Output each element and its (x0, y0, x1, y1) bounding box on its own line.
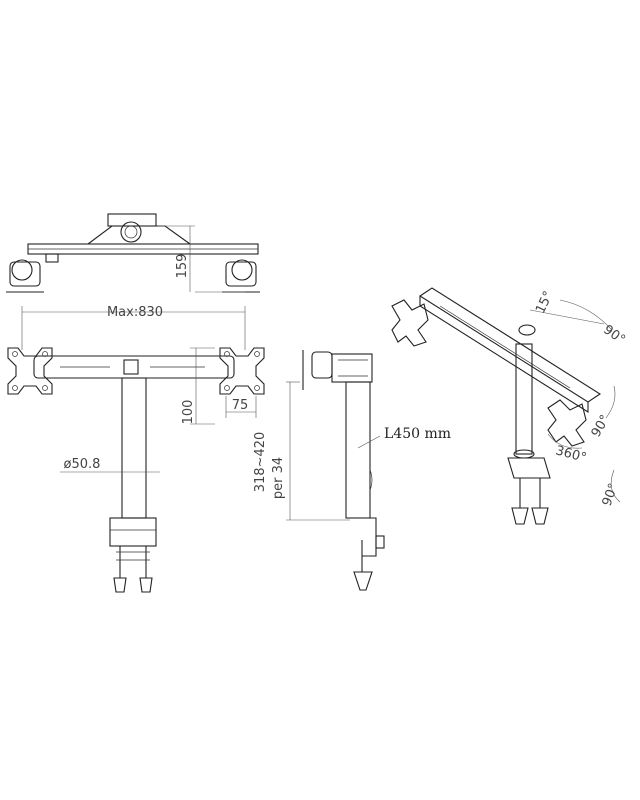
adjust-range-label: 318~420 (253, 432, 268, 493)
tilt-angle-label: 15° (533, 289, 556, 316)
swivel-angle-right-label: 90° (589, 413, 614, 440)
top-view (6, 213, 260, 293)
swivel-angle-top-label: 90° (600, 322, 627, 348)
pole-length-label: L450 mm (384, 426, 451, 442)
pole-diameter-label: ø50.8 (64, 457, 101, 472)
adjust-step-label: per 34 (271, 457, 286, 499)
arm-height-label: 100 (181, 400, 196, 425)
height-top-label: 159 (175, 254, 190, 279)
max-width-label: Max:830 (107, 305, 163, 320)
front-view (7, 306, 265, 593)
isometric-view (391, 287, 621, 525)
tilt-angle-side-label: 90° (600, 481, 622, 508)
rotate-angle-label: 360° (554, 443, 588, 466)
vesa-label: 75 (232, 398, 249, 413)
side-view (286, 350, 385, 591)
